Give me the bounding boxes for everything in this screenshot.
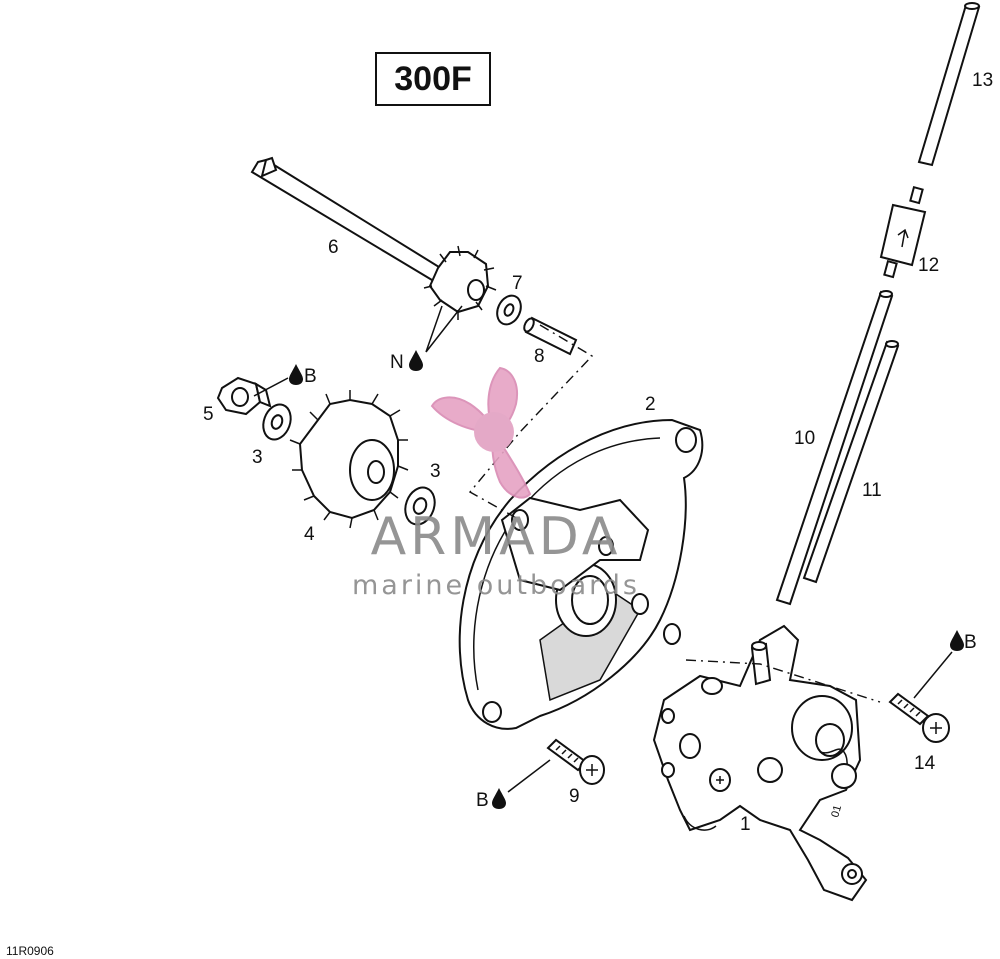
part-14-screw: [888, 692, 950, 743]
part-6-drive-shaft: [250, 156, 497, 320]
callouts: 1 2 3 3 4 5 6 7 8 9 10 11 12 13 14: [203, 70, 993, 835]
callout-7: 7: [512, 273, 523, 294]
callout-12: 12: [918, 255, 939, 276]
callout-5: 5: [203, 404, 214, 425]
part-3-washer-left: [262, 403, 292, 441]
part-8-pin: [523, 316, 578, 356]
callout-6: 6: [328, 237, 339, 258]
part-5-nut: [216, 376, 272, 416]
oil-drop-icon: [950, 630, 964, 651]
callout-10: 10: [794, 428, 815, 449]
part-1-oil-pump: 01: [652, 624, 868, 902]
assembly-lines: [468, 324, 881, 703]
model-title: 300F: [394, 60, 472, 98]
part-11-tube: [802, 340, 900, 584]
note-letter: N: [390, 352, 404, 373]
callout-3-left: 3: [252, 447, 263, 468]
part-4-gear: [289, 390, 409, 529]
part-10-tube: [775, 290, 894, 606]
callout-13: 13: [972, 70, 993, 91]
pinion-gear: [423, 245, 497, 320]
watermark-tagline: marine outboards: [352, 570, 640, 601]
part-3-washer-right: [404, 486, 436, 526]
note-gear-n: N: [390, 350, 423, 373]
oil-drop-icon: [409, 350, 423, 371]
note-screw14-b: B: [950, 630, 977, 653]
note-letter: B: [304, 366, 317, 387]
callout-3-right: 3: [430, 461, 441, 482]
leader-lines: [253, 305, 953, 793]
callout-11: 11: [862, 480, 882, 501]
callout-2: 2: [645, 394, 656, 415]
note-nut-b: B: [289, 364, 317, 387]
callout-4: 4: [304, 524, 315, 545]
part-7-washer: [496, 294, 522, 326]
note-screw9-b: B: [476, 788, 506, 811]
part-9-screw: [546, 738, 605, 785]
oil-drop-icon: [492, 788, 506, 809]
callout-8: 8: [534, 346, 545, 367]
part-12-inline-filter: [879, 185, 927, 279]
watermark: ARMADA marine outboards: [352, 366, 640, 601]
figure-code: 11R0906: [6, 944, 54, 958]
propeller-logo: [430, 366, 532, 499]
model-title-box: 300F: [375, 52, 491, 106]
pump-marking: 01: [829, 804, 844, 819]
callout-9: 9: [569, 786, 580, 807]
note-letter: B: [964, 632, 977, 653]
oil-drop-icon: [289, 364, 303, 385]
callout-14: 14: [914, 753, 936, 774]
part-13-tube: [917, 2, 981, 167]
callout-1: 1: [740, 814, 751, 835]
watermark-name: ARMADA: [371, 507, 622, 567]
note-letter: B: [476, 790, 489, 811]
